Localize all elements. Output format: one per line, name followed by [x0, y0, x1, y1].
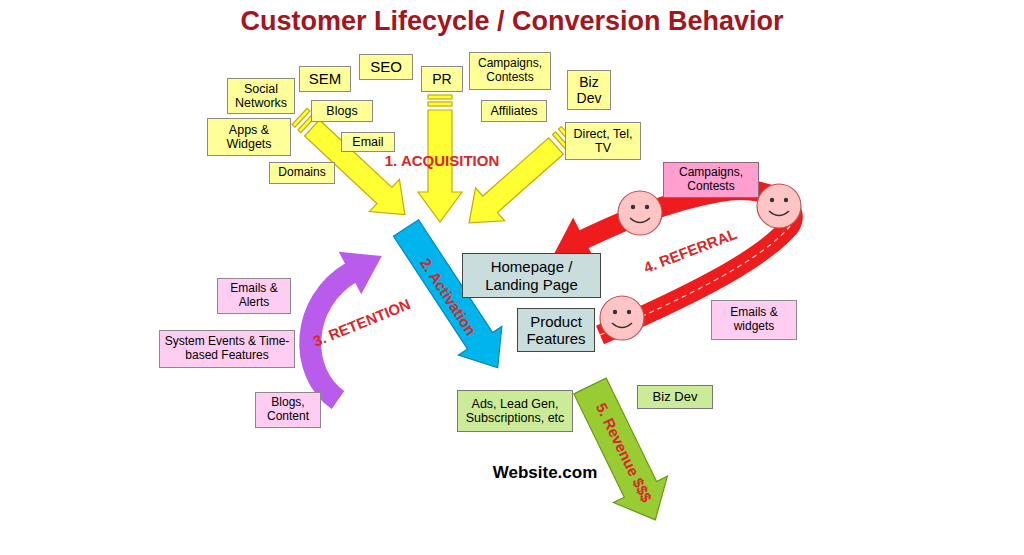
box-text: Biz Dev	[572, 74, 606, 106]
box-text: Emails & Alerts	[222, 282, 286, 310]
stage-box: Domains	[269, 162, 335, 184]
box-text: Affiliates	[486, 104, 542, 118]
box-text: Domains	[274, 166, 330, 180]
box-text: Apps & Widgets	[212, 123, 286, 152]
stage-box: Campaigns, Contests	[469, 52, 551, 90]
stage-box: SEM	[299, 66, 351, 92]
stage-box: Blogs, Content	[255, 392, 321, 428]
box-text: System Events & Time-based Features	[164, 335, 290, 363]
box-text: Blogs	[316, 104, 368, 118]
box-text: Product Features	[522, 313, 590, 348]
stage-box: System Events & Time-based Features	[159, 330, 295, 368]
box-text: SEO	[364, 58, 408, 75]
retention-arrowhead	[339, 235, 393, 294]
smiley-face	[600, 296, 644, 340]
stage-box: Email	[341, 132, 395, 152]
stage-box: Product Features	[517, 308, 595, 352]
box-text: Emails & widgets	[716, 306, 792, 334]
box-text: Homepage / Landing Page	[467, 258, 596, 293]
arrow-tail-stripe	[428, 95, 452, 99]
box-text: SEM	[304, 70, 346, 87]
smiley-face	[757, 184, 801, 228]
stage-box: Direct, Tel, TV	[565, 122, 641, 160]
stage-box: PR	[421, 66, 463, 92]
box-text: Campaigns, Contests	[474, 57, 546, 85]
box-text: Direct, Tel, TV	[570, 127, 636, 156]
box-text: Ads, Lead Gen, Subscriptions, etc	[462, 397, 568, 426]
box-text: Email	[346, 135, 390, 149]
stage-box: Affiliates	[481, 100, 547, 122]
stage-box: Homepage / Landing Page	[462, 253, 601, 298]
stage-box: Blogs	[311, 100, 373, 122]
stage-box: Apps & Widgets	[207, 118, 291, 156]
box-text: Social Networks	[232, 82, 290, 111]
box-text: PR	[426, 71, 458, 87]
stage-box: Social Networks	[227, 78, 295, 114]
box-text: Blogs, Content	[260, 396, 316, 424]
diagram-title: Customer Lifecycle / Conversion Behavior	[0, 6, 1024, 37]
stage-box: Ads, Lead Gen, Subscriptions, etc	[457, 390, 573, 432]
arrow-tail-stripe	[428, 102, 452, 106]
box-text: Biz Dev	[642, 390, 708, 405]
stage-box: Biz Dev	[637, 385, 713, 409]
stage-box: Campaigns, Contests	[663, 162, 759, 198]
stage-box: SEO	[359, 54, 413, 80]
stage-label: 1. ACQUISITION	[385, 152, 499, 169]
box-text: Campaigns, Contests	[668, 166, 754, 194]
smiley-face	[618, 191, 662, 235]
stage-box: Emails & widgets	[711, 300, 797, 340]
stage-box: Emails & Alerts	[217, 278, 291, 314]
stage-box: Biz Dev	[567, 70, 611, 110]
acquisition-arrow	[455, 130, 571, 240]
